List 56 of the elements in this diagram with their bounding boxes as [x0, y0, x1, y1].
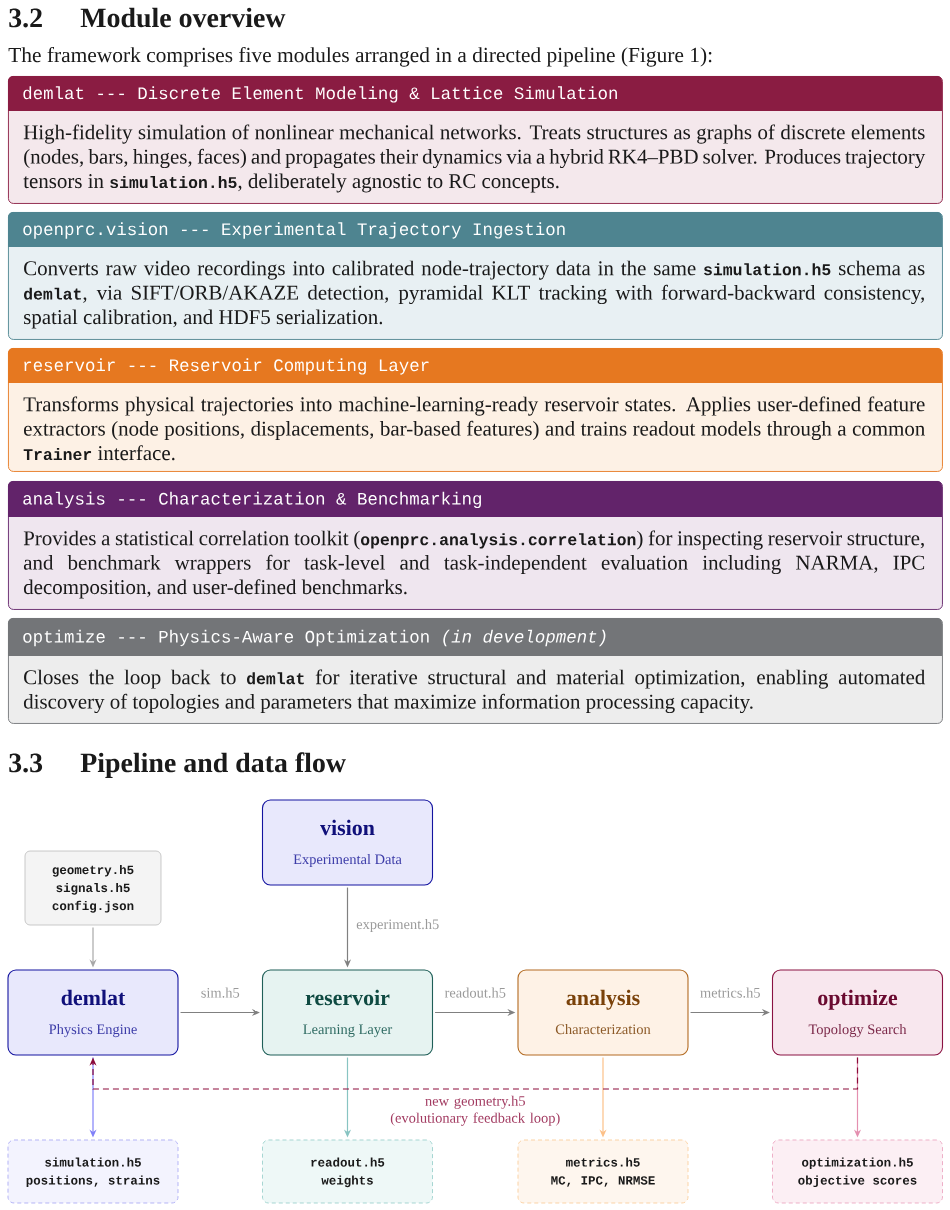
- module-box: [261, 799, 434, 886]
- module-box: [771, 969, 944, 1056]
- module-title: analysis: [566, 989, 640, 1010]
- edge-label: new geometry.h5 (evolutionary feedback loop): [390, 1095, 560, 1126]
- module-title: vision: [320, 819, 375, 836]
- module-subtitle: Experimental Data: [293, 854, 402, 868]
- description-text: Provides a statistical correlation toolkit (openprc.analysis.correlation) for inspecting reservoir structure, and benchmark wrappers for task-level and task-independent evaluation including NARMA, IPC decomposition, and user-defined benchmarks.: [23, 530, 925, 599]
- edge-label: readout.h5: [443, 986, 508, 1000]
- file-name: optimization.h5: [802, 1157, 913, 1170]
- description-text: High-fidelity simulation of nonlinear mechanical networks. Treats structures as graphs of discrete elements (nodes, bars, hinges, faces) and propagates their dynamics via a hybrid RK4–PBD solver. Produces trajectory tensors in simulation.h5, deliberately agnostic to RC concepts.: [23, 124, 926, 193]
- header-bar: demlat --- Discrete Element Modeling & Lattice Simulation: [8, 76, 942, 111]
- description-text: Converts raw video recordings into calibrated node-trajectory data in the same simulation.h5 schema as demlat, via SIFT/ORB/AKAZE detection, pyramidal KLT tracking with forward-backward consistency, spatial calibration, and HDF5 serialization.: [24, 260, 925, 329]
- output-file-box: [517, 1139, 689, 1204]
- module-card: [8, 348, 943, 472]
- input-file-box: [24, 850, 162, 926]
- header-bar: openprc.vision --- Experimental Trajectory Ingestion: [8, 212, 942, 247]
- module-title: demlat: [61, 989, 126, 1006]
- header-bar: optimize --- Physics-Aware Optimization (in development): [8, 618, 942, 656]
- edge-label: metrics.h5: [698, 986, 763, 1000]
- output-file-box: [772, 1139, 943, 1204]
- module-title: reservoir: [305, 989, 390, 1006]
- file-name: config.json: [52, 900, 134, 913]
- file-name: geometry.h5: [52, 865, 134, 877]
- header-bar: analysis --- Characterization & Benchmarking: [8, 481, 942, 517]
- feedback-arrow: [89, 1056, 859, 1090]
- header-bar: reservoir --- Reservoir Computing Layer: [8, 348, 942, 383]
- file-name: signals.h5: [56, 883, 130, 895]
- module-card: [8, 618, 943, 724]
- module-subtitle: Characterization: [555, 1024, 651, 1035]
- description-text: Closes the loop back to demlat for iterative structural and material optimization, enabling automated discovery of topologies and parameters that maximize information processing capacity.: [23, 669, 926, 714]
- section-number: 3.2: [9, 8, 42, 28]
- output-file-box: [262, 1139, 433, 1204]
- module-title: optimize: [818, 989, 898, 1010]
- file-name: readout.h5: [311, 1157, 385, 1167]
- file-contents: weights: [321, 1175, 373, 1188]
- description-text: Transforms physical trajectories into machine-learning-ready reservoir states. Applies user-defined feature extractors (node positions, displacements, bar-based features) and trains readout models through a common Trainer interface.: [23, 396, 925, 461]
- file-contents: positions, strains: [26, 1175, 160, 1188]
- module-card: [8, 212, 943, 340]
- section-heading: Module overview: [80, 7, 286, 28]
- section-heading: Pipeline and data flow: [80, 752, 346, 778]
- module-box: [7, 969, 179, 1056]
- edge-label: experiment.h5: [354, 917, 441, 934]
- file-contents: MC, IPC, NRMSE: [551, 1176, 655, 1187]
- module-card: [8, 481, 943, 610]
- module-box: [261, 969, 434, 1056]
- output-file-box: [7, 1139, 179, 1204]
- module-subtitle: Topology Search: [808, 1024, 907, 1038]
- module-box: [517, 969, 689, 1056]
- module-subtitle: Learning Layer: [303, 1024, 393, 1038]
- module-subtitle: Physics Engine: [49, 1024, 137, 1038]
- file-contents: objective scores: [798, 1175, 917, 1188]
- file-name: metrics.h5: [566, 1157, 640, 1167]
- section-number: 3.3: [9, 753, 43, 773]
- edge-label: sim.h5: [199, 986, 242, 1000]
- file-name: simulation.h5: [45, 1157, 141, 1167]
- module-card: [8, 76, 943, 204]
